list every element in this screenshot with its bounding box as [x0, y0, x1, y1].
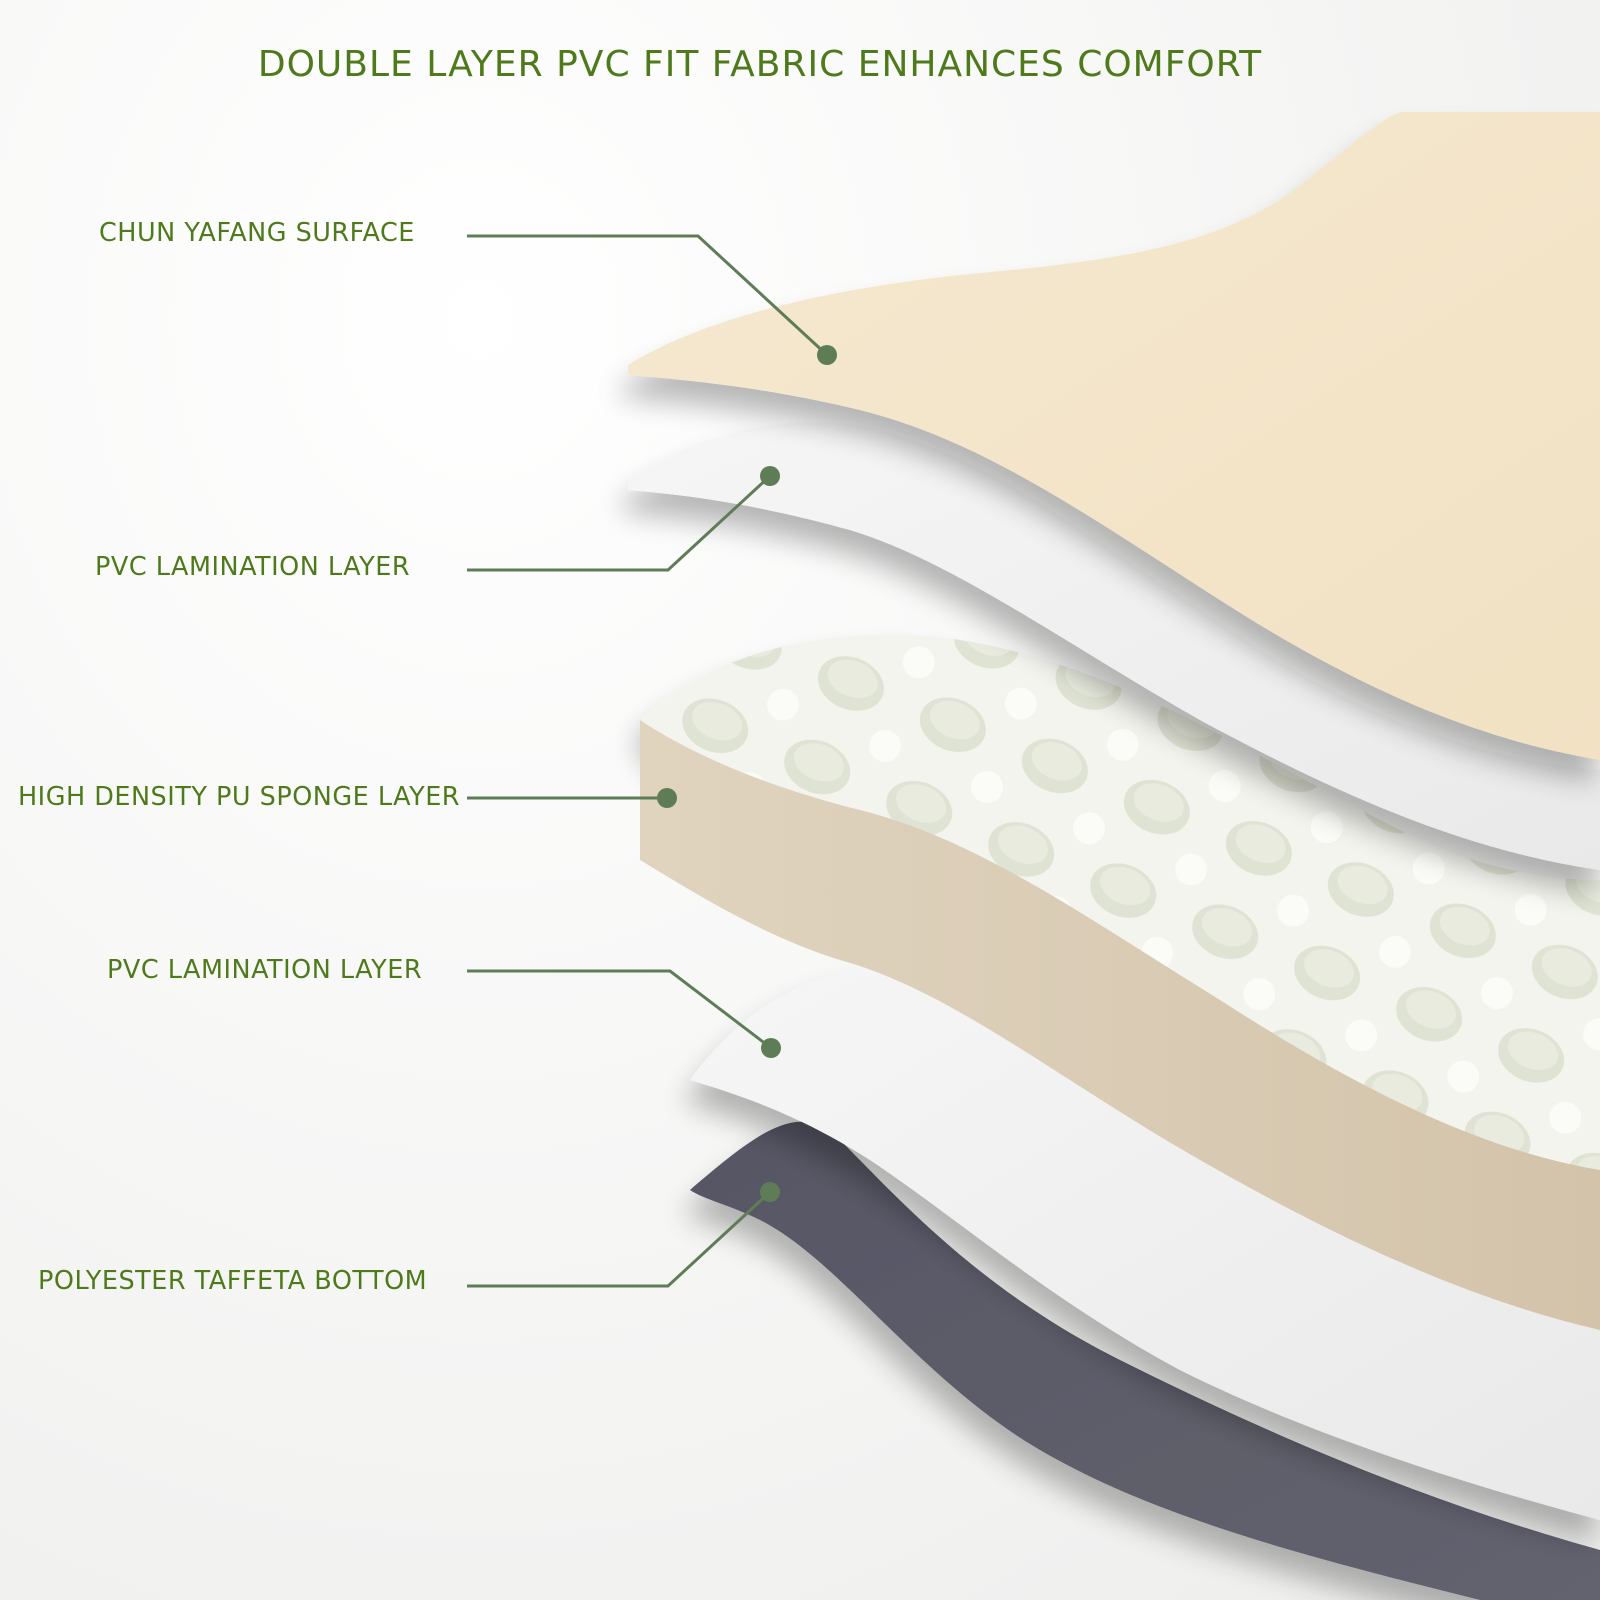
label-taffeta: POLYESTER TAFFETA BOTTOM [38, 1266, 428, 1296]
diagram-title: DOUBLE LAYER PVC FIT FABRIC ENHANCES COM… [257, 44, 1263, 85]
dot-taffeta [760, 1182, 780, 1202]
leader-surface [467, 234, 829, 357]
leader-pvc-top [467, 474, 772, 572]
dot-surface [817, 345, 837, 365]
leader-taffeta [467, 1190, 772, 1288]
label-sponge: HIGH DENSITY PU SPONGE LAYER [18, 782, 461, 812]
dot-pvc-bottom [761, 1038, 781, 1058]
dot-sponge [657, 788, 677, 808]
leader-pvc-bottom [467, 969, 772, 1050]
taffeta-layer [690, 1121, 1600, 1600]
label-surface: CHUN YAFANG SURFACE [99, 218, 415, 248]
pvc-top-layer [628, 422, 1600, 870]
sponge-layer [640, 634, 1600, 1330]
pvc-bottom-layer [690, 968, 1600, 1520]
leader-lines [467, 234, 829, 1288]
leader-dots [657, 345, 837, 1202]
label-pvc-top: PVC LAMINATION LAYER [95, 552, 411, 582]
label-pvc-bottom: PVC LAMINATION LAYER [107, 955, 423, 985]
dot-pvc-top [760, 466, 780, 486]
surface-layer [628, 112, 1600, 760]
